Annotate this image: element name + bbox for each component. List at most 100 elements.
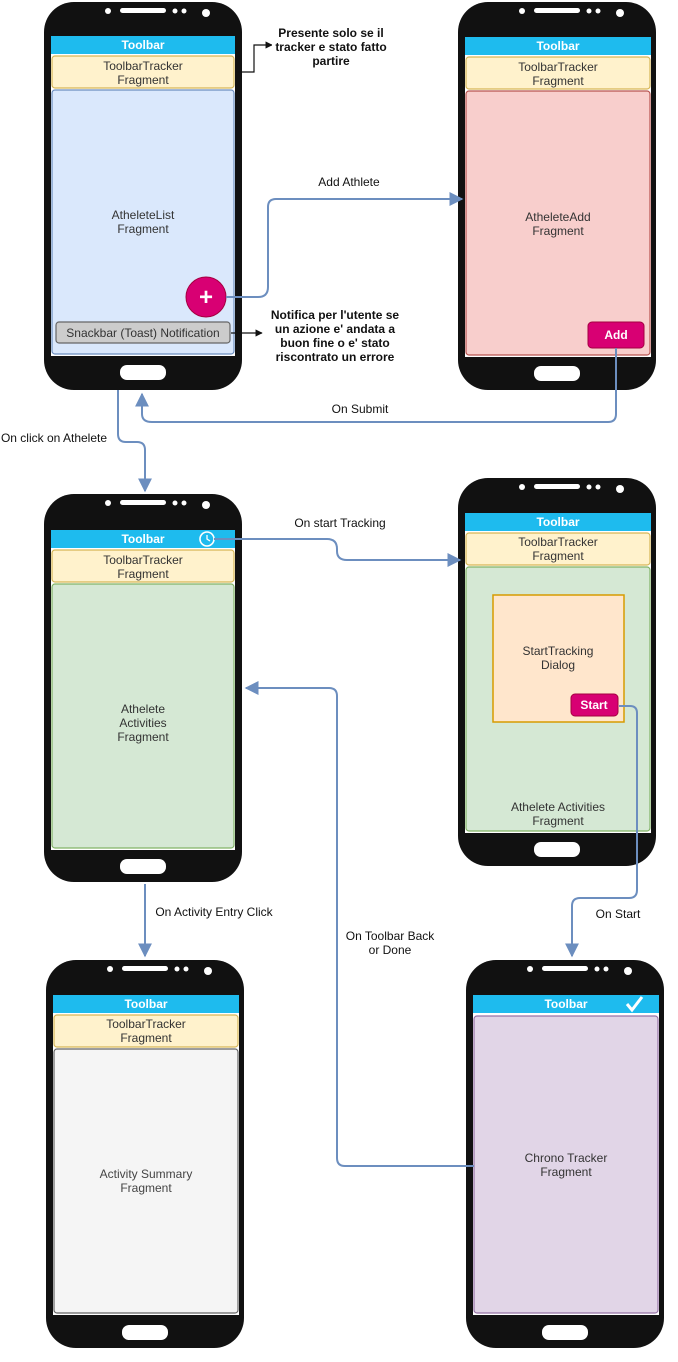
phone-sensor-icon [519, 8, 525, 14]
phone-sensor-icon [105, 8, 111, 14]
chrono-tracker-fragment [473, 1015, 659, 1314]
home-button[interactable] [122, 1325, 168, 1340]
phone-sensor-icon [183, 966, 189, 972]
note-box [266, 306, 406, 366]
clock-icon[interactable] [199, 531, 215, 547]
tracker-label: Fragment [532, 74, 584, 88]
edge-label-on-click-athelete: On click on Athelete [1, 431, 107, 445]
toolbar[interactable] [51, 530, 235, 548]
edge-label-bg [292, 515, 388, 531]
phone-sensor-icon [594, 966, 600, 972]
fragment-label: AtheleteList [112, 208, 175, 222]
activity-summary-fragment [53, 1048, 239, 1314]
phone-sensor-icon [181, 500, 187, 506]
note-tracker: Presente solo se il tracker e stato fatt… [236, 24, 392, 73]
start-button-label: Start [580, 698, 607, 712]
home-button[interactable] [534, 842, 580, 857]
edge-on-toolbar-back [244, 681, 474, 1167]
home-button[interactable] [120, 859, 166, 874]
add-button-label: Add [604, 328, 627, 342]
fragment-label: Fragment [120, 1181, 172, 1195]
toolbar-tracker-fragment [53, 1014, 239, 1048]
edge-label-on-toolbar-back: On Toolbar Back [346, 929, 435, 943]
fragment-label: Fragment [117, 730, 169, 744]
phone-sensor-icon [586, 484, 592, 490]
toolbar[interactable] [465, 37, 651, 55]
phone-speaker-icon [534, 484, 580, 489]
fragment-label: Activity Summary [100, 1167, 193, 1181]
note-line: un azione e' andata a [275, 322, 396, 336]
phone-camera-icon [204, 967, 212, 975]
tracker-label: ToolbarTracker [103, 553, 183, 567]
dialog-label: StartTracking [523, 644, 594, 658]
phone-sensor-icon [174, 966, 180, 972]
plus-icon: + [199, 284, 213, 311]
edge-label-bg [593, 906, 643, 922]
toolbar[interactable] [465, 513, 651, 531]
edge-on-submit [135, 348, 617, 423]
edge-label-bg [1, 430, 107, 446]
toolbar[interactable] [53, 995, 239, 1013]
home-button[interactable] [542, 1325, 588, 1340]
tracker-label: Fragment [117, 567, 169, 581]
note-connector [236, 41, 273, 73]
phone-camera-icon [624, 967, 632, 975]
toolbar-title: Toolbar [121, 532, 164, 546]
toolbar-title: Toolbar [536, 515, 579, 529]
phone-sensor-icon [105, 500, 111, 506]
fragment-label: AtheleteAdd [525, 210, 590, 224]
toolbar-title: Toolbar [536, 39, 579, 53]
edge-label-bg [326, 401, 394, 416]
fragment-label: Athelete [121, 702, 165, 716]
toolbar-tracker-fragment [51, 549, 235, 583]
edge-label-on-activity-entry-click: On Activity Entry Click [155, 905, 273, 919]
toolbar-tracker-fragment [465, 56, 651, 90]
phone-speaker-icon [122, 966, 168, 971]
toolbar[interactable] [51, 36, 235, 54]
dialog-label: Dialog [541, 658, 575, 672]
toolbar[interactable] [473, 995, 659, 1013]
phone-athelete-activities: Toolbar ToolbarTracker Fragment Athelete… [44, 494, 242, 882]
phone-sensor-icon [519, 484, 525, 490]
phone-sensor-icon [586, 8, 592, 14]
athelete-activities-fragment [51, 583, 235, 849]
start-button[interactable] [570, 693, 619, 717]
home-button[interactable] [120, 365, 166, 380]
edge-add-athlete [226, 192, 464, 298]
edge-label-on-submit: On Submit [332, 402, 389, 416]
phone-sensor-icon [172, 8, 178, 14]
edge-label-on-toolbar-back: or Done [369, 943, 412, 957]
toolbar-title: Toolbar [124, 997, 167, 1011]
phone-sensor-icon [172, 500, 178, 506]
toolbar-title: Toolbar [544, 997, 587, 1011]
toolbar-title: Toolbar [121, 38, 164, 52]
athelete-add-fragment [465, 90, 651, 356]
phone-sensor-icon [527, 966, 533, 972]
phone-athelete-list: Toolbar ToolbarTracker Fragment Athelete… [44, 2, 242, 390]
edge-label-on-start: On Start [596, 907, 641, 921]
tracker-label: Fragment [120, 1031, 172, 1045]
note-line: partire [312, 54, 350, 68]
snackbar-label: Snackbar (Toast) Notification [66, 326, 219, 340]
phone-chrono-tracker: Toolbar Chrono Tracker Fragment [466, 960, 664, 1348]
done-check-icon[interactable] [625, 996, 644, 1013]
edge-on-click-athelete [117, 390, 152, 493]
phone-camera-icon [616, 9, 624, 17]
fragment-label: Chrono Tracker [525, 1151, 608, 1165]
phone-sensor-icon [107, 966, 113, 972]
phone-speaker-icon [542, 966, 588, 971]
phone-camera-icon [202, 501, 210, 509]
note-box [272, 24, 392, 70]
fragment-label: Fragment [532, 224, 584, 238]
edge-label-bg [342, 928, 438, 958]
phone-sensor-icon [603, 966, 609, 972]
note-line: Notifica per l'utente se [271, 308, 400, 322]
home-button[interactable] [534, 366, 580, 381]
phone-speaker-icon [120, 8, 166, 13]
tracker-label: Fragment [117, 73, 169, 87]
phone-athelete-add: Toolbar ToolbarTracker Fragment Athelete… [458, 2, 656, 390]
note-snackbar: Notifica per l'utente se un azione e' an… [231, 306, 406, 366]
note-line: riscontrato un errore [276, 350, 395, 364]
phone-sensor-icon [595, 8, 601, 14]
fragment-label: Fragment [117, 222, 169, 236]
